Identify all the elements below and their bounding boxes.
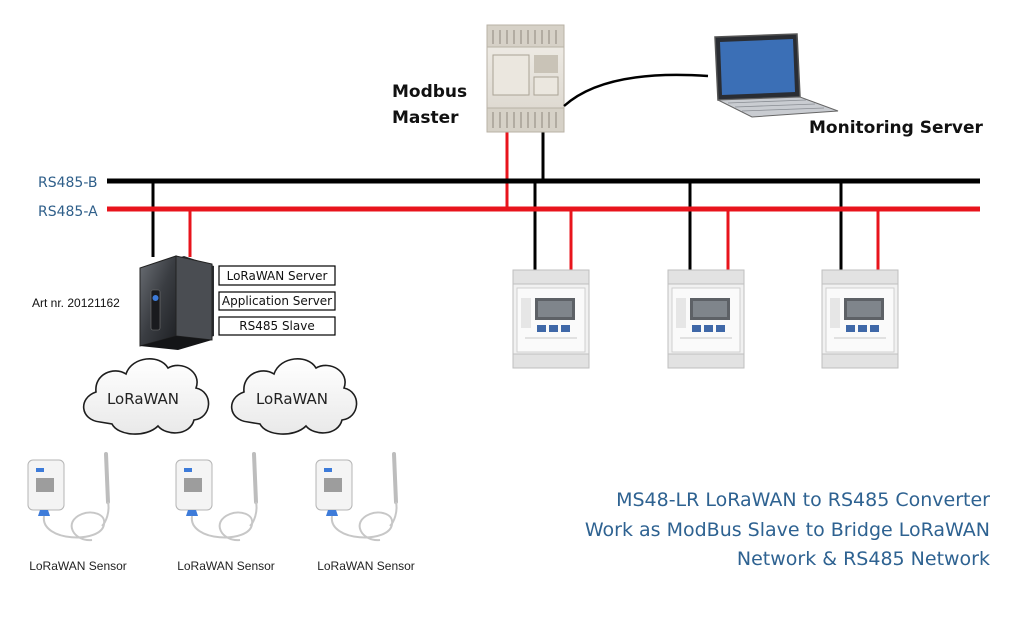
role-rs485-slave: RS485 Slave — [239, 319, 314, 333]
cloud-label-2: LoRaWAN — [256, 390, 328, 408]
energy-meter-icon — [821, 269, 899, 369]
energy-meter-icon — [667, 269, 745, 369]
gateway-role-boxes: LoRaWAN Server Application Server RS485 … — [218, 265, 336, 336]
gateway-art-number: Art nr. 20121162 — [32, 296, 120, 310]
master-label-line2: Master — [392, 108, 459, 128]
temperature-sensor-icon — [175, 452, 258, 542]
caption-line-1: MS48-LR LoRaWAN to RS485 Converter — [616, 489, 990, 511]
rs485-a-label: RS485-A — [38, 204, 98, 220]
master-to-server-link — [563, 73, 709, 107]
monitoring-server-label: Monitoring Server — [809, 118, 984, 138]
cloud-label-1: LoRaWAN — [107, 390, 179, 408]
master-label-line1: Modbus — [392, 82, 467, 102]
sensor-label-1: LoRaWAN Sensor — [29, 559, 127, 573]
diagram-caption: MS48-LR LoRaWAN to RS485 Converter Work … — [585, 486, 990, 575]
drop-wires — [151, 132, 880, 274]
plc-icon — [486, 24, 565, 133]
rs485-b-label: RS485-B — [38, 175, 98, 191]
cloud-icon — [82, 358, 210, 435]
temperature-sensor-icon — [27, 452, 110, 542]
energy-meter-icon — [512, 269, 590, 369]
sensor-label-2: LoRaWAN Sensor — [177, 559, 275, 573]
role-application-server: Application Server — [222, 294, 332, 308]
caption-line-2: Work as ModBus Slave to Bridge LoRaWAN — [584, 518, 990, 541]
gateway-device-icon — [139, 255, 214, 350]
cloud-icon — [230, 358, 358, 435]
sensor-label-3: LoRaWAN Sensor — [317, 559, 415, 573]
laptop-icon — [714, 33, 839, 118]
temperature-sensor-icon — [315, 452, 398, 542]
role-lorawan-server: LoRaWAN Server — [227, 269, 328, 283]
caption-line-3: Network & RS485 Network — [736, 548, 990, 570]
